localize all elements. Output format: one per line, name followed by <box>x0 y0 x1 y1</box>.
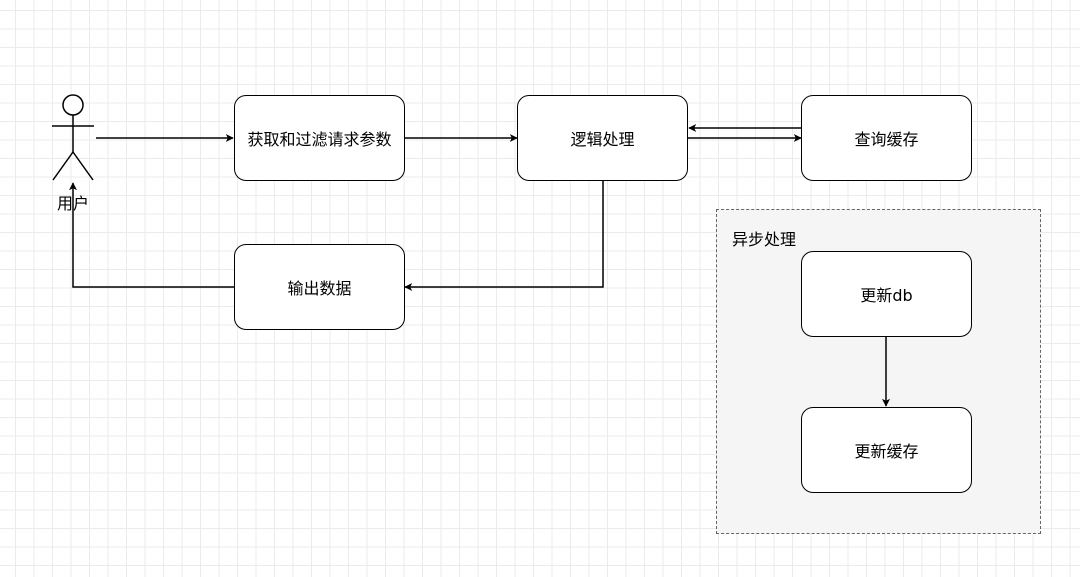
user-actor-icon[interactable] <box>50 94 96 182</box>
actor-label: 用户 <box>56 194 89 213</box>
edge-logic-to-output <box>404 181 604 291</box>
node-label: 更新缓存 <box>854 442 919 461</box>
node-query-cache[interactable]: 查询缓存 <box>801 95 972 181</box>
node-fetch-filter-params[interactable]: 获取和过滤请求参数 <box>234 95 405 181</box>
node-logic-processing[interactable]: 逻辑处理 <box>517 95 688 181</box>
node-update-db[interactable]: 更新db <box>801 251 972 337</box>
node-update-cache[interactable]: 更新缓存 <box>801 407 972 493</box>
node-label: 获取和过滤请求参数 <box>247 130 392 149</box>
node-label: 逻辑处理 <box>570 130 635 149</box>
edge-output-to-user <box>69 182 234 288</box>
node-label: 查询缓存 <box>854 130 919 149</box>
node-label: 输出数据 <box>287 279 352 298</box>
node-output-data[interactable]: 输出数据 <box>234 244 405 330</box>
node-label: 更新db <box>860 286 913 305</box>
group-label: 异步处理 <box>732 230 797 249</box>
